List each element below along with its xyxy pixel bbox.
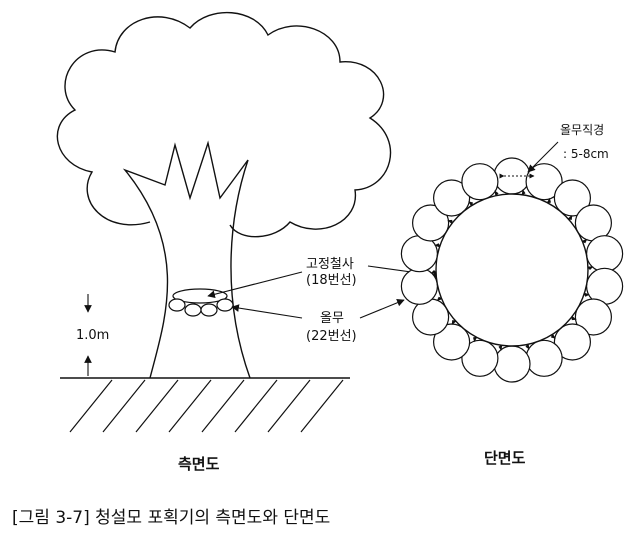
ring-spec: (22번선): [306, 329, 357, 344]
ring-loop: [461, 339, 499, 377]
figure-caption: [그림 3-7] 청설모 포획기의 측면도와 단면도: [12, 508, 331, 528]
loop-diameter-leader: [527, 141, 559, 173]
ring-loop: [553, 179, 592, 217]
ring-loop: [433, 323, 471, 361]
ring-loop: [525, 339, 563, 377]
side-view-title: 측면도: [178, 455, 220, 473]
fixing-wire-label: 고정철사: [306, 257, 354, 272]
fixing-wire-spec: (18번선): [306, 273, 357, 288]
ring-loop: [553, 323, 592, 361]
cross-section-title: 단면도: [484, 449, 526, 467]
fixing-wire-leader: [207, 271, 303, 299]
ring-tie-arrow: [436, 296, 444, 302]
loop-diameter-spec: : 5-8cm: [563, 147, 609, 161]
ring-loop: [574, 298, 613, 336]
ring-loop: [461, 163, 499, 201]
ring-loop: [412, 204, 450, 242]
tree-canopy: [56, 11, 392, 238]
ring-loop: [585, 235, 624, 273]
trunk-loops: [168, 298, 234, 317]
ring-loop: [433, 179, 471, 217]
ring-leader-section: [359, 299, 405, 319]
loop-diameter-label: 올무직경: [560, 123, 604, 137]
height-label: 1.0m: [76, 328, 109, 343]
ring-leader-side: [231, 304, 303, 319]
tree-trunk: [122, 140, 251, 379]
cross-section-loops: [400, 157, 624, 383]
ring-loop: [400, 267, 438, 305]
ring-label: 올무: [320, 311, 344, 326]
trunk-fixing-wire: [172, 288, 228, 304]
ring-loop: [493, 345, 531, 383]
ground-hatching: [69, 379, 344, 433]
ring-tie-arrow: [580, 238, 588, 244]
cross-section-trunk: [435, 193, 589, 347]
ring-loop: [525, 163, 563, 201]
